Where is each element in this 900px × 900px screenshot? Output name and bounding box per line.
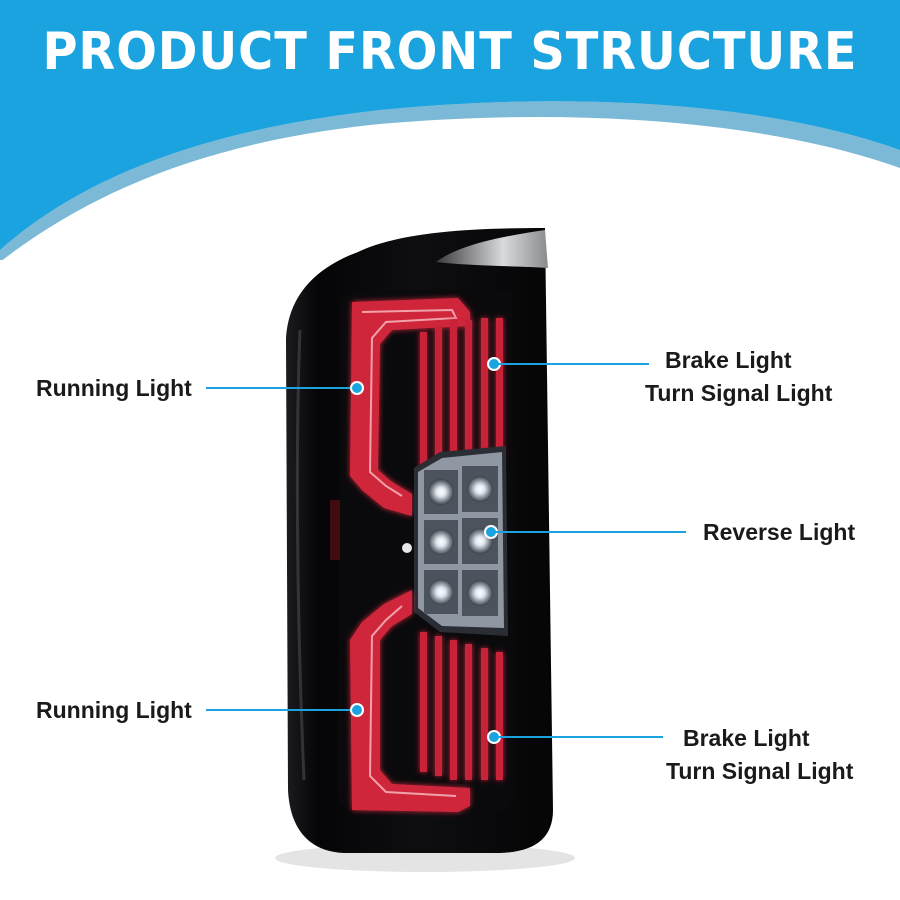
marker-dot bbox=[489, 732, 499, 742]
running-light-top bbox=[350, 298, 470, 516]
callout-turn-signal-top: Turn Signal Light bbox=[645, 380, 833, 406]
brake-bars-bottom bbox=[420, 632, 503, 780]
leader-line bbox=[206, 709, 356, 711]
banner-background bbox=[0, 0, 900, 260]
callout-turn-signal-bottom: Turn Signal Light bbox=[666, 758, 854, 784]
marker-dot bbox=[352, 705, 362, 715]
leader-line bbox=[497, 363, 649, 365]
marker-dot bbox=[486, 527, 496, 537]
marker-dot bbox=[489, 359, 499, 369]
chrome-trim bbox=[436, 230, 548, 268]
leader-line bbox=[497, 736, 663, 738]
callout-running-light-top: Running Light bbox=[36, 375, 192, 401]
marker-dot bbox=[352, 383, 362, 393]
leader-line bbox=[494, 531, 686, 533]
callout-brake-light-bottom: Brake Light bbox=[683, 725, 810, 751]
callout-running-light-bottom: Running Light bbox=[36, 697, 192, 723]
callout-reverse-light: Reverse Light bbox=[703, 519, 856, 545]
page-title: PRODUCT FRONT STRUCTURE bbox=[42, 22, 858, 82]
brake-bars-top bbox=[420, 318, 503, 480]
reverse-light bbox=[402, 446, 508, 636]
callout-brake-light-top: Brake Light bbox=[665, 347, 792, 373]
running-light-bottom bbox=[350, 590, 470, 812]
leader-line bbox=[206, 387, 356, 389]
